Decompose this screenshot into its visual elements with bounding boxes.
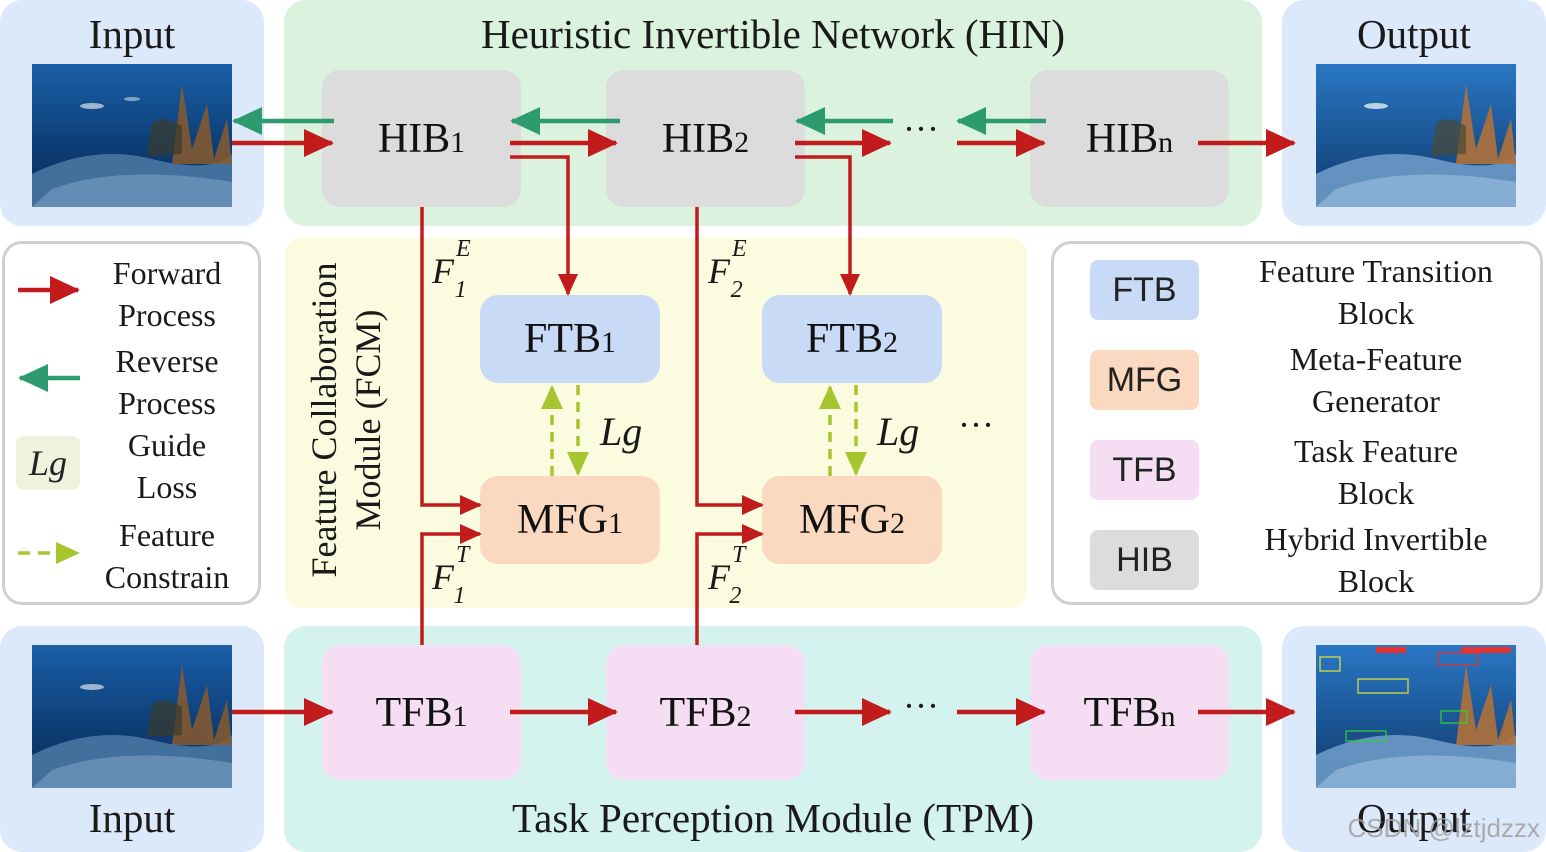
lg-label-1: Lg: [600, 409, 643, 454]
f1e-label: FE1: [432, 236, 471, 304]
mfg-1-label: MFG: [516, 497, 609, 543]
output-top-image: [1316, 64, 1516, 207]
input-top-label: Input: [88, 11, 176, 57]
ftb-1-label: FTB: [523, 316, 602, 362]
legend-tfb-chip: TFB: [1090, 440, 1199, 500]
tfb-1-sub: 1: [452, 699, 468, 733]
fcm-ellipsis: ···: [958, 405, 994, 445]
ftb-2-sub: 2: [883, 326, 899, 359]
output-top-label: Output: [1357, 11, 1471, 57]
tfb-2-label: TFB: [659, 689, 737, 736]
fcm-title: Feature Collaboration Module (FCM): [302, 240, 392, 600]
input-bottom-image: [32, 645, 232, 788]
tpm-title: Task Perception Module (TPM): [511, 795, 1035, 841]
watermark: CSDN @lztjdzzx: [1347, 813, 1540, 843]
tpm-ellipsis: ···: [903, 686, 939, 726]
input-top-image: [32, 64, 232, 207]
ftb-2-label: FTB: [805, 316, 884, 362]
f1t-label: FT1: [432, 542, 470, 610]
hib-n-sub: n: [1158, 125, 1174, 159]
hin-title: Heuristic Invertible Network (HIN): [480, 11, 1066, 57]
legend-right-panel: [1051, 241, 1543, 605]
mfg-1-sub: 1: [608, 507, 624, 540]
input-bottom-label: Input: [88, 795, 176, 841]
mfg-2-sub: 2: [890, 507, 906, 540]
hib-1-label: HIB: [377, 115, 451, 162]
hib-n-label: HIB: [1085, 115, 1159, 162]
legend-ftb-chip: FTB: [1090, 260, 1199, 320]
f2t-label: FT2: [708, 542, 746, 610]
lg-label-2: Lg: [877, 409, 920, 454]
tfb-1-label: TFB: [375, 689, 453, 736]
legend-mfg-chip: MFG: [1090, 350, 1199, 410]
ftb-1-sub: 1: [601, 326, 617, 359]
hib-2-label: HIB: [661, 115, 735, 162]
hib-1-sub: 1: [450, 125, 466, 159]
hin-ellipsis: ···: [903, 109, 939, 149]
legend-hib-chip: HIB: [1090, 530, 1199, 590]
tfb-2-sub: 2: [736, 699, 752, 733]
tfb-n-sub: n: [1160, 699, 1176, 733]
tfb-n-label: TFB: [1083, 689, 1161, 736]
output-bottom-image: [1316, 645, 1516, 788]
fcm-title-line2: Module (FCM): [348, 309, 388, 531]
hib-2-sub: 2: [734, 125, 750, 159]
legend-left-panel: [2, 241, 261, 605]
output-bottom-label: Output: [1357, 795, 1471, 841]
fcm-title-line1: Feature Collaboration: [304, 262, 344, 578]
legend-guide-symbol: Lg: [16, 436, 80, 490]
f2e-label: FE2: [708, 236, 747, 304]
mfg-2-label: MFG: [798, 497, 891, 543]
